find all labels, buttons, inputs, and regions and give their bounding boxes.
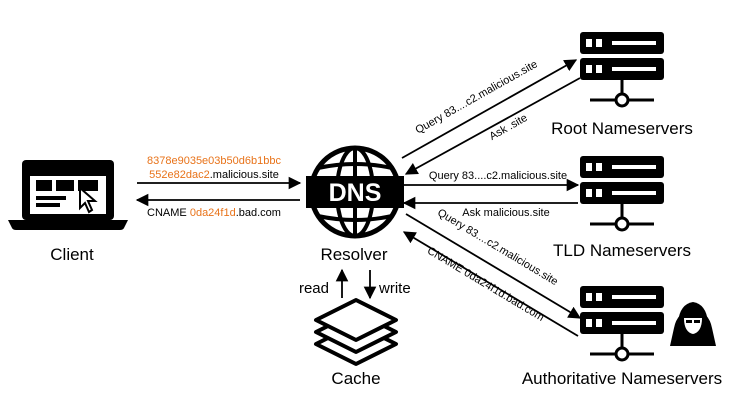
cname-response-label: CNAME 0da24f1d.bad.com xyxy=(147,207,281,219)
tld-label: TLD Nameservers xyxy=(553,241,691,260)
auth-answer-label: CNAME 0da24f1d.bad.com xyxy=(425,245,546,324)
root-answer-arrow xyxy=(404,77,581,175)
resolver-label: Resolver xyxy=(320,245,387,264)
server-icon xyxy=(580,32,664,108)
tld-query-label: Query 83....c2.malicious.site xyxy=(429,170,567,182)
tld-answer-label: Ask malicious.site xyxy=(462,207,549,219)
read-label: read xyxy=(299,280,329,297)
auth-label: Authoritative Nameservers xyxy=(522,369,722,388)
dns-globe-icon: DNS xyxy=(306,145,404,239)
server-icon xyxy=(580,156,664,232)
hacker-icon xyxy=(670,302,716,346)
server-icon xyxy=(580,286,664,362)
query-hex-line1: 8378e9035e03b50d6b1bbc xyxy=(147,155,281,167)
dns-badge-text: DNS xyxy=(329,179,382,207)
query-line2: 552e82dac2.malicious.site xyxy=(149,169,279,181)
client-label: Client xyxy=(50,245,94,264)
cache-label: Cache xyxy=(331,369,380,388)
cursor-icon xyxy=(79,185,98,214)
auth-answer-arrow xyxy=(402,231,579,337)
root-label: Root Nameservers xyxy=(551,119,693,138)
auth-query-arrow xyxy=(405,213,582,319)
laptop-icon xyxy=(8,160,128,230)
root-query-arrow xyxy=(401,59,578,159)
stack-layers-icon xyxy=(314,298,398,366)
write-label: write xyxy=(378,280,411,297)
